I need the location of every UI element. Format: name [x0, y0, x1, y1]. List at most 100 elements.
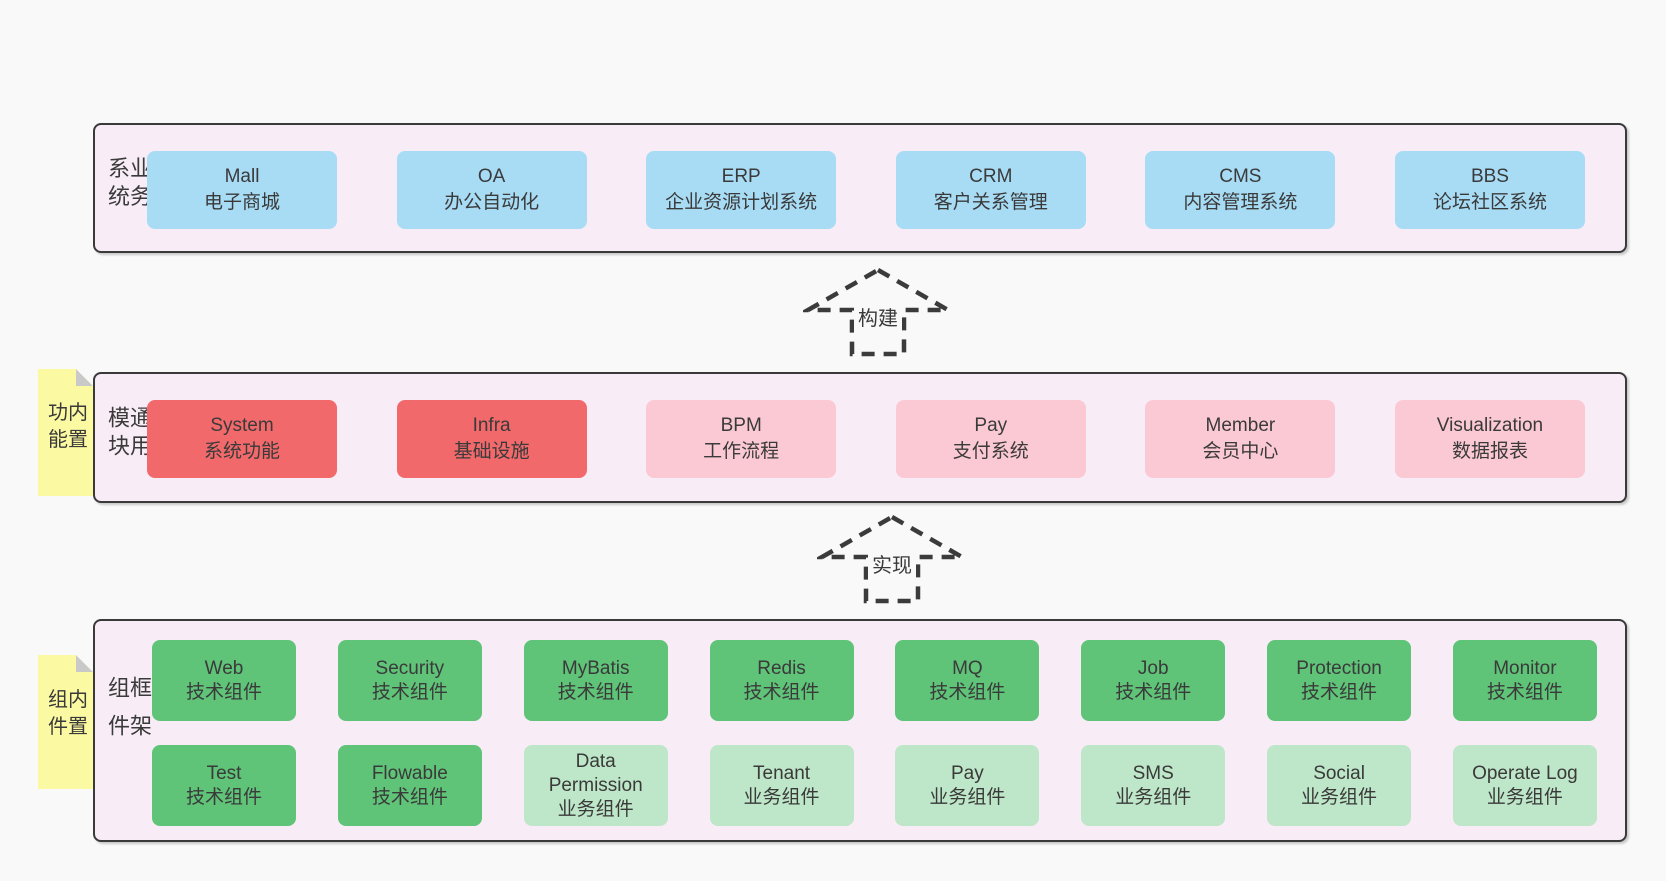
module-en-name: Social — [1313, 762, 1365, 784]
module-zh-name: 技术组件 — [371, 681, 448, 703]
module-zh-name: 技术组件 — [743, 681, 820, 703]
module-en-name: Pay — [951, 762, 984, 784]
module-zh-name: 业务组件 — [743, 786, 820, 808]
arrow-build: 构建 — [803, 266, 953, 358]
sticky-note-label: 内置组件 — [44, 688, 87, 743]
module-en-name: MQ — [952, 657, 983, 679]
module-zh-name: 技术组件 — [371, 786, 448, 808]
module-en-name: OA — [477, 166, 506, 187]
module-zh-name: 技术组件 — [557, 681, 634, 703]
module-en-name: Redis — [757, 657, 806, 679]
folded-corner-icon — [76, 369, 93, 386]
band-label-business-systems: 业务系统 — [105, 156, 152, 213]
module-box-mall: Mall 电子商城 — [147, 151, 337, 229]
module-zh-name: 系统功能 — [203, 441, 280, 462]
module-zh-name: 工作流程 — [703, 441, 780, 462]
module-zh-name: 业务组件 — [1115, 786, 1192, 808]
band-label-framework-components: 框架组件 — [105, 675, 152, 752]
module-en-name: Mall — [224, 166, 260, 187]
arrow-implement-label: 实现 — [868, 547, 916, 580]
module-en-name: MyBatis — [561, 657, 630, 679]
module-en-name: Visualization — [1436, 415, 1544, 436]
module-en-name: BBS — [1470, 166, 1509, 187]
module-en-name: Data Permission — [548, 750, 643, 796]
module-box-bpm: BPM 工作流程 — [646, 400, 837, 478]
module-zh-name: 业务组件 — [1486, 786, 1563, 808]
arrow-build-label: 构建 — [854, 300, 902, 333]
module-zh-name: 客户关系管理 — [933, 192, 1048, 213]
module-zh-name: 技术组件 — [1115, 681, 1192, 703]
module-en-name: CMS — [1219, 166, 1262, 187]
band-common-modules: 通用模块 System 系统功能 Infra 基础设施 BPM 工作流程 Pay 支付系统 Me… — [93, 372, 1627, 503]
module-zh-name: 业务组件 — [1301, 786, 1378, 808]
module-en-name: Tenant — [753, 762, 811, 784]
module-box-bbs: BBS 论坛社区系统 — [1394, 151, 1585, 229]
folded-corner-icon — [76, 655, 93, 672]
module-en-name: Monitor — [1493, 657, 1557, 679]
module-en-name: Web — [204, 657, 244, 679]
module-en-name: Protection — [1296, 657, 1382, 679]
module-box-infra: Infra 基础设施 — [396, 400, 587, 478]
sticky-note-built-in-features: 内置功能 — [38, 369, 93, 496]
module-zh-name: 内容管理系统 — [1183, 192, 1298, 213]
module-zh-name: 支付系统 — [952, 441, 1029, 462]
module-box-visualization: Visualization 数据报表 — [1394, 400, 1585, 478]
module-box-system: System 系统功能 — [147, 400, 337, 478]
module-box-erp: ERP 企业资源计划系统 — [646, 151, 837, 229]
sticky-note-built-in-components: 内置组件 — [38, 655, 93, 789]
module-zh-name: 业务组件 — [929, 786, 1006, 808]
module-en-name: BPM — [720, 415, 762, 436]
module-box-member: Member 会员中心 — [1145, 400, 1336, 478]
module-en-name: Operate Log — [1472, 762, 1578, 784]
module-zh-name: 技术组件 — [1301, 681, 1378, 703]
module-zh-name: 论坛社区系统 — [1432, 192, 1547, 213]
module-zh-name: 业务组件 — [557, 798, 634, 820]
module-en-name: Security — [375, 657, 445, 679]
module-en-name: CRM — [969, 166, 1013, 187]
module-box-pay: Pay 支付系统 — [895, 400, 1086, 478]
module-en-name: Member — [1205, 415, 1276, 436]
module-zh-name: 技术组件 — [1486, 681, 1563, 703]
module-en-name: Test — [206, 762, 242, 784]
module-box-crm: CRM 客户关系管理 — [895, 151, 1086, 229]
module-en-name: System — [210, 415, 274, 436]
module-en-name: SMS — [1132, 762, 1174, 784]
module-en-name: Infra — [472, 415, 511, 436]
sticky-note-label: 内置功能 — [44, 400, 87, 455]
band-label-common-modules: 通用模块 — [105, 405, 152, 462]
module-zh-name: 数据报表 — [1451, 441, 1528, 462]
arrow-implement: 实现 — [817, 513, 967, 605]
module-zh-name: 办公自动化 — [444, 192, 540, 213]
module-zh-name: 电子商城 — [203, 192, 280, 213]
module-zh-name: 基础设施 — [453, 441, 530, 462]
module-en-name: Pay — [974, 415, 1008, 436]
module-zh-name: 技术组件 — [185, 681, 262, 703]
module-zh-name: 技术组件 — [185, 786, 262, 808]
module-zh-name: 企业资源计划系统 — [665, 192, 818, 213]
module-box-oa: OA 办公自动化 — [396, 151, 587, 229]
module-en-name: ERP — [721, 166, 761, 187]
common-modules-row: System 系统功能 Infra 基础设施 BPM 工作流程 Pay 支付系统 Member 会… — [147, 400, 1585, 478]
module-box-cms: CMS 内容管理系统 — [1145, 151, 1336, 229]
module-zh-name: 技术组件 — [929, 681, 1006, 703]
module-zh-name: 会员中心 — [1202, 441, 1279, 462]
business-systems-row: Mall 电子商城 OA 办公自动化 ERP 企业资源计划系统 CRM 客户关系管理 CMS 内容… — [147, 151, 1585, 229]
